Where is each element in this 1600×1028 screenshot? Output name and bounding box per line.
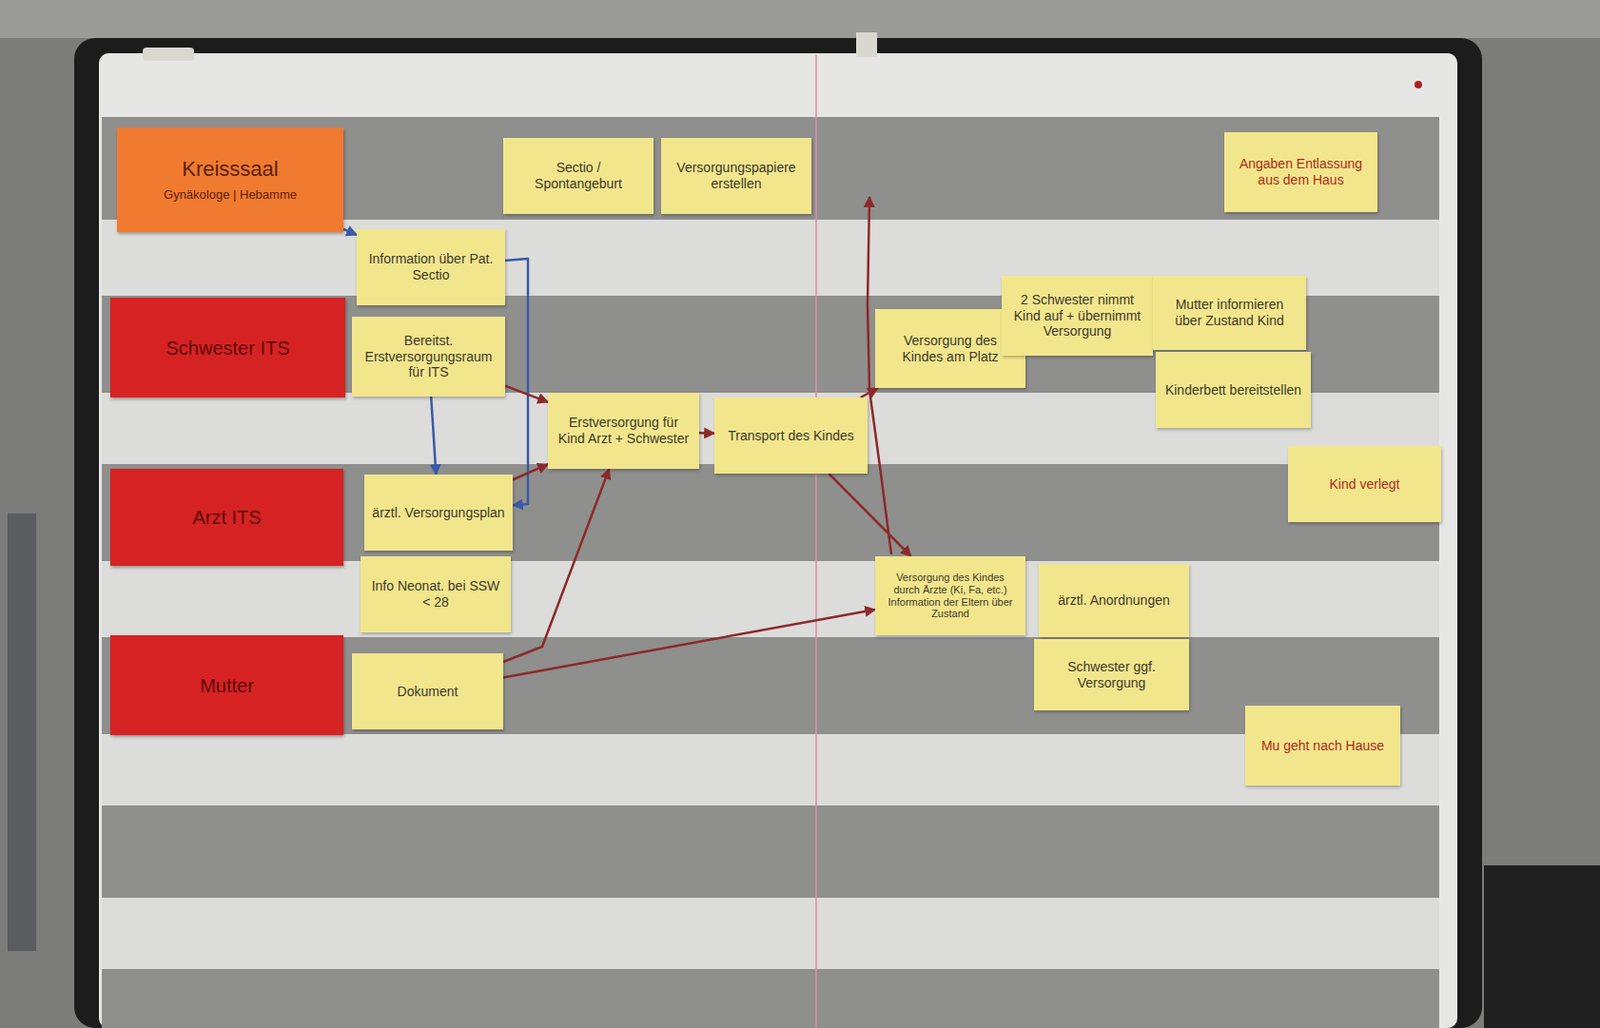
flow-arrow <box>512 464 548 480</box>
note-text: Mutter informieren über Zustand Kind <box>1160 296 1299 329</box>
note-text: Versorgung des Kindes am Platz <box>882 332 1018 365</box>
pink-guide-line <box>815 55 818 1028</box>
sticky-note: Kinderbett bereitstellen <box>1155 351 1311 429</box>
sticky-note: Mu geht nach Hause <box>1245 705 1401 786</box>
sticky-note: Versorgung des Kindes durch Ärzte (Ki, F… <box>875 556 1026 636</box>
sticky-note: 2 Schwester nimmt Kind auf + übernimmt V… <box>1001 275 1153 356</box>
flow-arrow <box>860 388 879 398</box>
note-text: Kinderbett bereitstellen <box>1165 382 1302 399</box>
lane-title: Schwester ITS <box>165 336 290 360</box>
flow-arrow <box>503 468 609 663</box>
lane-band <box>101 897 1440 970</box>
wall-top <box>0 0 1600 39</box>
sticky-note: Info Neonat. bei SSW < 28 <box>360 556 511 633</box>
stand <box>7 513 37 952</box>
flow-arrow <box>343 229 357 235</box>
sticky-note: Mutter informieren über Zustand Kind <box>1152 275 1307 351</box>
lane-band <box>101 969 1440 1028</box>
flow-arrow <box>699 431 715 435</box>
chair <box>1483 865 1600 1028</box>
note-text: Versorgungspapiere erstellen <box>668 159 804 192</box>
sticky-note: Erstversorgung für Kind Arzt + Schwester <box>547 392 700 469</box>
note-text: Info Neonat. bei SSW < 28 <box>368 578 504 610</box>
lane-title: Arzt ITS <box>192 506 261 529</box>
note-text: Mu geht nach Hause <box>1261 738 1385 755</box>
sticky-note: ärztl. Versorgungsplan <box>364 474 513 551</box>
board-frame <box>74 38 1483 1028</box>
sticky-note: Schwester ggf. Versorgung <box>1034 639 1190 711</box>
sticky-note: ärztl. Anordnungen <box>1038 564 1190 638</box>
note-text: Versorgung des Kindes durch Ärzte (Ki, F… <box>882 571 1018 621</box>
sticky-note: Bereitst. Erstversorgungsraum für ITS <box>351 316 506 397</box>
board-surface <box>98 53 1458 1028</box>
note-text: 2 Schwester nimmt Kind auf + übernimmt V… <box>1009 292 1146 340</box>
lane-header: Arzt ITS <box>110 468 344 566</box>
note-text: Bereitst. Erstversorgungsraum für ITS <box>359 332 498 381</box>
flow-arrow <box>505 386 548 403</box>
flow-arrow <box>505 258 528 507</box>
sticky-note: Dokument <box>351 653 504 730</box>
note-text: Schwester ggf. Versorgung <box>1041 659 1182 691</box>
lane-header: Schwester ITS <box>110 297 346 398</box>
note-text: ärztl. Versorgungsplan <box>371 505 505 522</box>
flow-arrow <box>828 473 911 557</box>
sticky-note: Kind verlegt <box>1287 446 1442 523</box>
note-text: Kind verlegt <box>1329 476 1401 493</box>
magnet <box>142 47 195 61</box>
note-text: ärztl. Anordnungen <box>1057 592 1171 609</box>
note-text: Dokument <box>397 683 459 701</box>
note-text: Transport des Kindes <box>727 428 855 445</box>
flow-arrow <box>503 609 876 679</box>
note-text: Erstversorgung für Kind Arzt + Schwester <box>555 414 692 447</box>
magnet-dot <box>1414 80 1423 89</box>
tape <box>856 32 878 58</box>
lane-title: Kreisssaal <box>181 156 278 182</box>
flow-arrow <box>430 396 436 475</box>
sticky-note: Transport des Kindes <box>714 397 868 474</box>
lane-title: Gynäkologe | Hebamme <box>163 187 297 203</box>
note-text: Sectio / Spontangeburt <box>510 159 646 192</box>
lane-band <box>101 561 1440 638</box>
note-text: Angaben Entlassung aus dem Haus <box>1231 156 1370 188</box>
sticky-note: Sectio / Spontangeburt <box>503 137 654 215</box>
sticky-note: Versorgungspapiere erstellen <box>661 137 812 215</box>
lane-band <box>101 734 1440 806</box>
lane-header: KreisssaalGynäkologe | Hebamme <box>117 127 344 233</box>
sticky-note: Information über Pat. Sectio <box>356 229 506 306</box>
lane-band <box>101 805 1440 898</box>
lane-title: Mutter <box>199 674 254 698</box>
lane-header: Mutter <box>110 635 344 736</box>
note-text: Information über Pat. Sectio <box>364 251 498 283</box>
sticky-note: Angaben Entlassung aus dem Haus <box>1224 132 1378 213</box>
